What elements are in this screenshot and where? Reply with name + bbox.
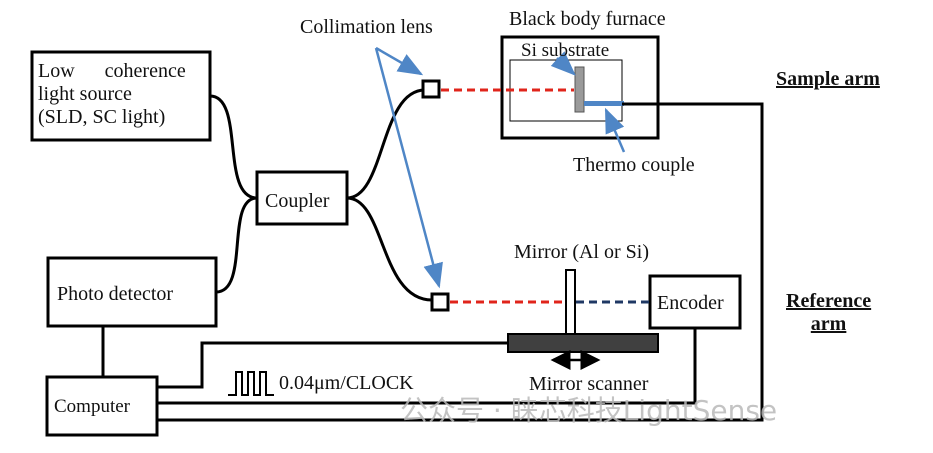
coupler-label: Coupler [265, 190, 330, 212]
photo-detector-label: Photo detector [57, 283, 174, 305]
pointer-collimation-sample [375, 46, 424, 76]
reference-arm-line-2: arm [810, 313, 847, 335]
furnace-label: Black body furnace [509, 8, 666, 30]
pointer-si-substrate [550, 51, 576, 76]
wire-thermocouple-computer [157, 102, 764, 422]
mirror-scanner-stage [507, 333, 659, 353]
fiber-detector-coupler [215, 196, 258, 294]
clock-pulse-icon [228, 371, 274, 396]
fiber-coupler-reference [346, 196, 433, 302]
coupler-box [255, 170, 349, 226]
reference-lens [430, 292, 450, 312]
reference-arm-label: Reference arm [786, 290, 871, 336]
mirror-label: Mirror (Al or Si) [514, 241, 649, 263]
fiber-coupler-sample [346, 88, 426, 200]
wire-computer-scanner [157, 341, 508, 389]
wire-encoder-computer [157, 328, 697, 405]
sample-lens [421, 79, 441, 99]
light-source-box [30, 50, 212, 142]
reference-arm-line-1: Reference [786, 290, 872, 312]
pointer-thermocouple [604, 107, 626, 153]
thermocouple-label: Thermo couple [573, 154, 695, 176]
light-source-label: Low coherence light source (SLD, SC ligh… [38, 60, 198, 129]
mirror [565, 269, 576, 336]
pointer-collimation-reference [374, 47, 443, 289]
light-source-line-1: Low coherence [38, 60, 186, 82]
mirror-scanner-label: Mirror scanner [529, 373, 649, 395]
photo-detector-box [46, 256, 218, 328]
clock-label: 0.04μm/CLOCK [279, 372, 414, 394]
encoder-label: Encoder [657, 292, 724, 314]
computer-label: Computer [54, 396, 130, 417]
light-source-line-3: (SLD, SC light) [38, 106, 166, 128]
si-substrate [574, 66, 585, 113]
computer-box [45, 375, 159, 437]
fiber-source-coupler [209, 94, 258, 200]
watermark: 公众号 · 睐芯科技LightSense [400, 394, 778, 427]
si-substrate-label: Si substrate [521, 40, 610, 61]
light-source-line-2: light source [38, 83, 132, 105]
collimation-lens-label: Collimation lens [300, 16, 433, 38]
sample-arm-label: Sample arm [776, 68, 880, 90]
thermocouple-rod [584, 101, 624, 106]
